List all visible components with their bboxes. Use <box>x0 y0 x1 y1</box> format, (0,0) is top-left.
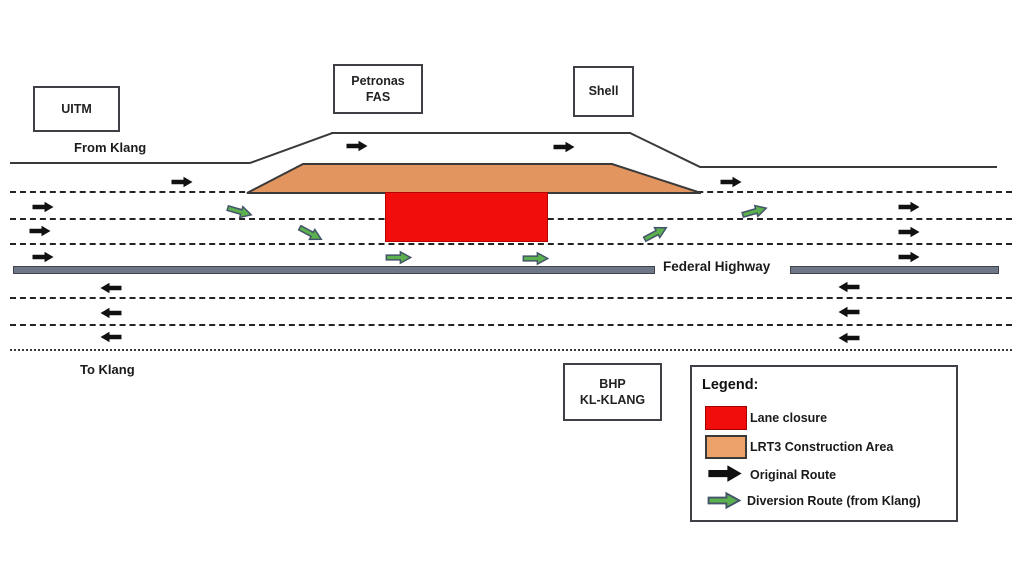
petronas-label-line2: FAS <box>365 90 391 104</box>
shell-label: Shell <box>588 84 619 99</box>
shell-landmark-box: Shell <box>573 66 634 117</box>
petronas-label-line1: Petronas <box>351 73 405 88</box>
median-bar-left <box>13 266 655 274</box>
legend-item-label: Diversion Route (from Klang) <box>747 494 921 508</box>
original-route-arrow-icon <box>898 226 920 238</box>
original-route-arrow-icon <box>553 141 575 153</box>
original-route-arrow-icon <box>838 281 860 293</box>
diversion-route-arrow-icon <box>741 204 768 219</box>
petronas-landmark-box: Petronas FAS <box>333 64 423 114</box>
road-edge-bottom <box>10 349 1012 351</box>
diversion-route-arrow-icon <box>642 226 668 243</box>
lane-line-westbound-1 <box>10 297 1012 299</box>
diversion-route-arrow-icon <box>226 204 253 219</box>
original-route-arrow-icon <box>171 176 193 188</box>
lane-line-eastbound-3 <box>10 243 1012 245</box>
original-route-arrow-icon <box>346 140 368 152</box>
original-route-arrow-icon <box>100 307 122 319</box>
to-klang-label: To Klang <box>80 362 135 377</box>
bump-top-edge <box>331 132 631 134</box>
federal-highway-label: Federal Highway <box>663 259 771 274</box>
construction-area-swatch <box>705 435 747 459</box>
original-route-arrow-icon <box>100 282 122 294</box>
bhp-label-line2: KL-KLANG <box>579 393 646 407</box>
bhp-label-line1: BHP <box>599 376 626 391</box>
lrt3-construction-area <box>246 163 702 194</box>
original-route-arrow-icon <box>29 225 51 237</box>
legend-item-label: LRT3 Construction Area <box>750 440 894 454</box>
lane-closure-area <box>385 192 548 242</box>
uitm-landmark-box: UITM <box>33 86 120 132</box>
road-edge-left <box>10 162 250 164</box>
original-route-arrow-icon <box>838 332 860 344</box>
original-route-arrow-icon <box>32 201 54 213</box>
diversion-route-arrow-icon <box>707 491 742 510</box>
legend-box: Legend: Lane closure LRT3 Construction A… <box>690 365 958 522</box>
original-route-arrow-icon <box>838 306 860 318</box>
original-route-arrow-icon <box>720 176 742 188</box>
original-route-arrow-icon <box>898 201 920 213</box>
original-route-arrow-icon <box>32 251 54 263</box>
diversion-route-arrow-icon <box>297 224 323 241</box>
road-edge-right <box>700 166 997 168</box>
bhp-landmark-box: BHP KL-KLANG <box>563 363 662 421</box>
from-klang-label: From Klang <box>74 140 147 155</box>
legend-item-label: Original Route <box>750 468 837 482</box>
diversion-route-arrow-icon <box>522 251 549 266</box>
lane-line-westbound-2 <box>10 324 1012 326</box>
original-route-arrow-icon <box>708 465 742 482</box>
original-route-arrow-icon <box>100 331 122 343</box>
legend-item-label: Lane closure <box>750 411 828 425</box>
median-bar-right <box>790 266 999 274</box>
uitm-label: UITM <box>61 101 92 116</box>
lane-closure-swatch <box>705 406 747 430</box>
diversion-route-arrow-icon <box>385 250 412 265</box>
legend-title: Legend: <box>702 377 759 393</box>
original-route-arrow-icon <box>898 251 920 263</box>
